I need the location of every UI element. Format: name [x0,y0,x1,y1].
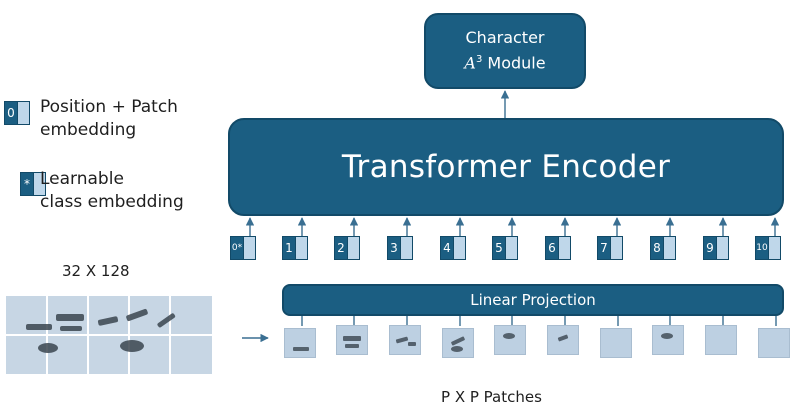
embedding-token: 7 [597,236,623,260]
embedding-token: 9 [703,236,729,260]
legend-position-patch-text: Position + Patch embedding [40,97,178,140]
embedding-token: 5 [492,236,518,260]
module-var: A [464,53,476,73]
embedding-token: 2 [334,236,360,260]
legend-class-embedding-text: Learnable class embedding [40,169,184,212]
image-patch [600,328,632,358]
module-line1: Character [465,28,545,48]
token-to-encoder-arrows [245,217,780,236]
patches-label: P X P Patches [441,388,542,406]
projection-label: Linear Projection [470,291,596,309]
image-patch [547,325,579,355]
module-sup: 3 [475,54,483,66]
embedding-token: 4 [440,236,466,260]
legend-class-token: * [20,172,46,196]
embedding-token: 3 [387,236,413,260]
embedding-token: 0* [230,236,256,260]
image-patch [336,325,368,355]
module-line2: A3 Module [464,49,545,74]
image-patch [494,325,526,355]
image-patch [284,328,316,358]
image-patch [705,325,737,355]
transformer-encoder-box: Transformer Encoder [228,118,784,216]
input-word-image [6,296,212,374]
legend-position-token: 0 [4,101,30,125]
module-rest: Module [482,53,546,73]
image-patch [758,328,790,358]
embedding-token: 10 [755,236,781,260]
encoder-label: Transformer Encoder [341,149,671,185]
image-patch [652,325,684,355]
linear-projection-box: Linear Projection [282,284,784,316]
embedding-token: 8 [650,236,676,260]
character-a3-module-box: Character A3 Module [424,13,586,89]
patch-to-projection-lines [301,316,777,326]
embedding-token: 1 [282,236,308,260]
embedding-token: 6 [545,236,571,260]
image-patch [442,328,474,358]
input-size-label: 32 X 128 [62,262,130,280]
image-patch [389,325,421,355]
